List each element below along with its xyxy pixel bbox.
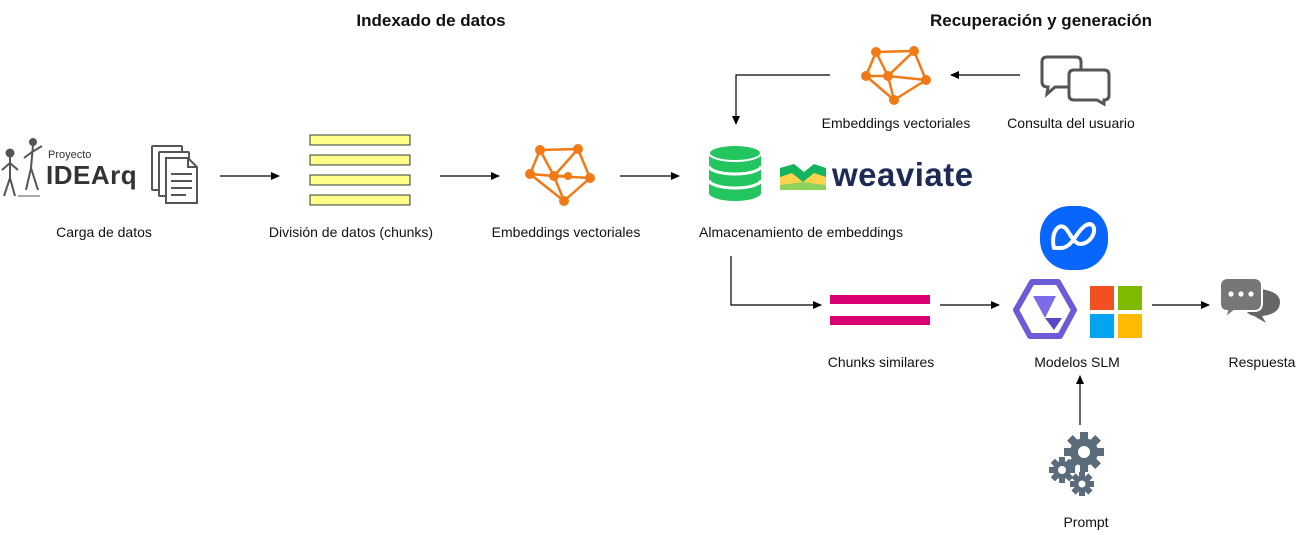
label-response: Respuesta [1228,354,1296,370]
gears-icon [1049,432,1104,496]
label-prompt: Prompt [1063,514,1109,530]
weaviate-logo-icon [780,164,826,190]
label-similar-chunks: Chunks similares [827,354,935,370]
vector-network-icon [861,46,931,105]
label-embeddings-query: Embeddings vectoriales [821,115,971,131]
project-name: IDEArq [46,160,138,190]
person-figures-icon [1,138,43,197]
arrow-embeddings-to-storage-top [732,74,830,125]
similar-chunks-icon [830,295,930,325]
label-slm-models: Modelos SLM [1034,354,1120,370]
project-label: Proyecto [48,149,92,161]
chunks-list-icon [309,134,411,206]
vector-network-icon [525,144,595,206]
label-user-query: Consulta del usuario [1007,115,1135,131]
microsoft-logo-icon [1090,286,1142,338]
label-data-loading: Carga de datos [56,224,152,240]
database-icon [707,144,763,201]
label-embeddings-index: Embeddings vectoriales [491,224,641,240]
weaviate-wordmark: weaviate [832,156,974,193]
label-storage: Almacenamiento de embeddings [699,224,903,240]
qwen-logo-icon [1013,279,1077,339]
connectors [220,71,1210,425]
label-chunking: División de datos (chunks) [268,224,434,240]
heading-indexing: Indexado de datos [356,11,506,30]
speech-bubbles-icon [1219,277,1280,323]
chat-bubbles-icon [1040,55,1111,107]
meta-logo-icon [1040,206,1108,270]
arrow-storage-to-similar-chunks [730,256,822,309]
heading-retrieval: Recuperación y generación [929,11,1153,30]
documents-icon [151,145,198,204]
